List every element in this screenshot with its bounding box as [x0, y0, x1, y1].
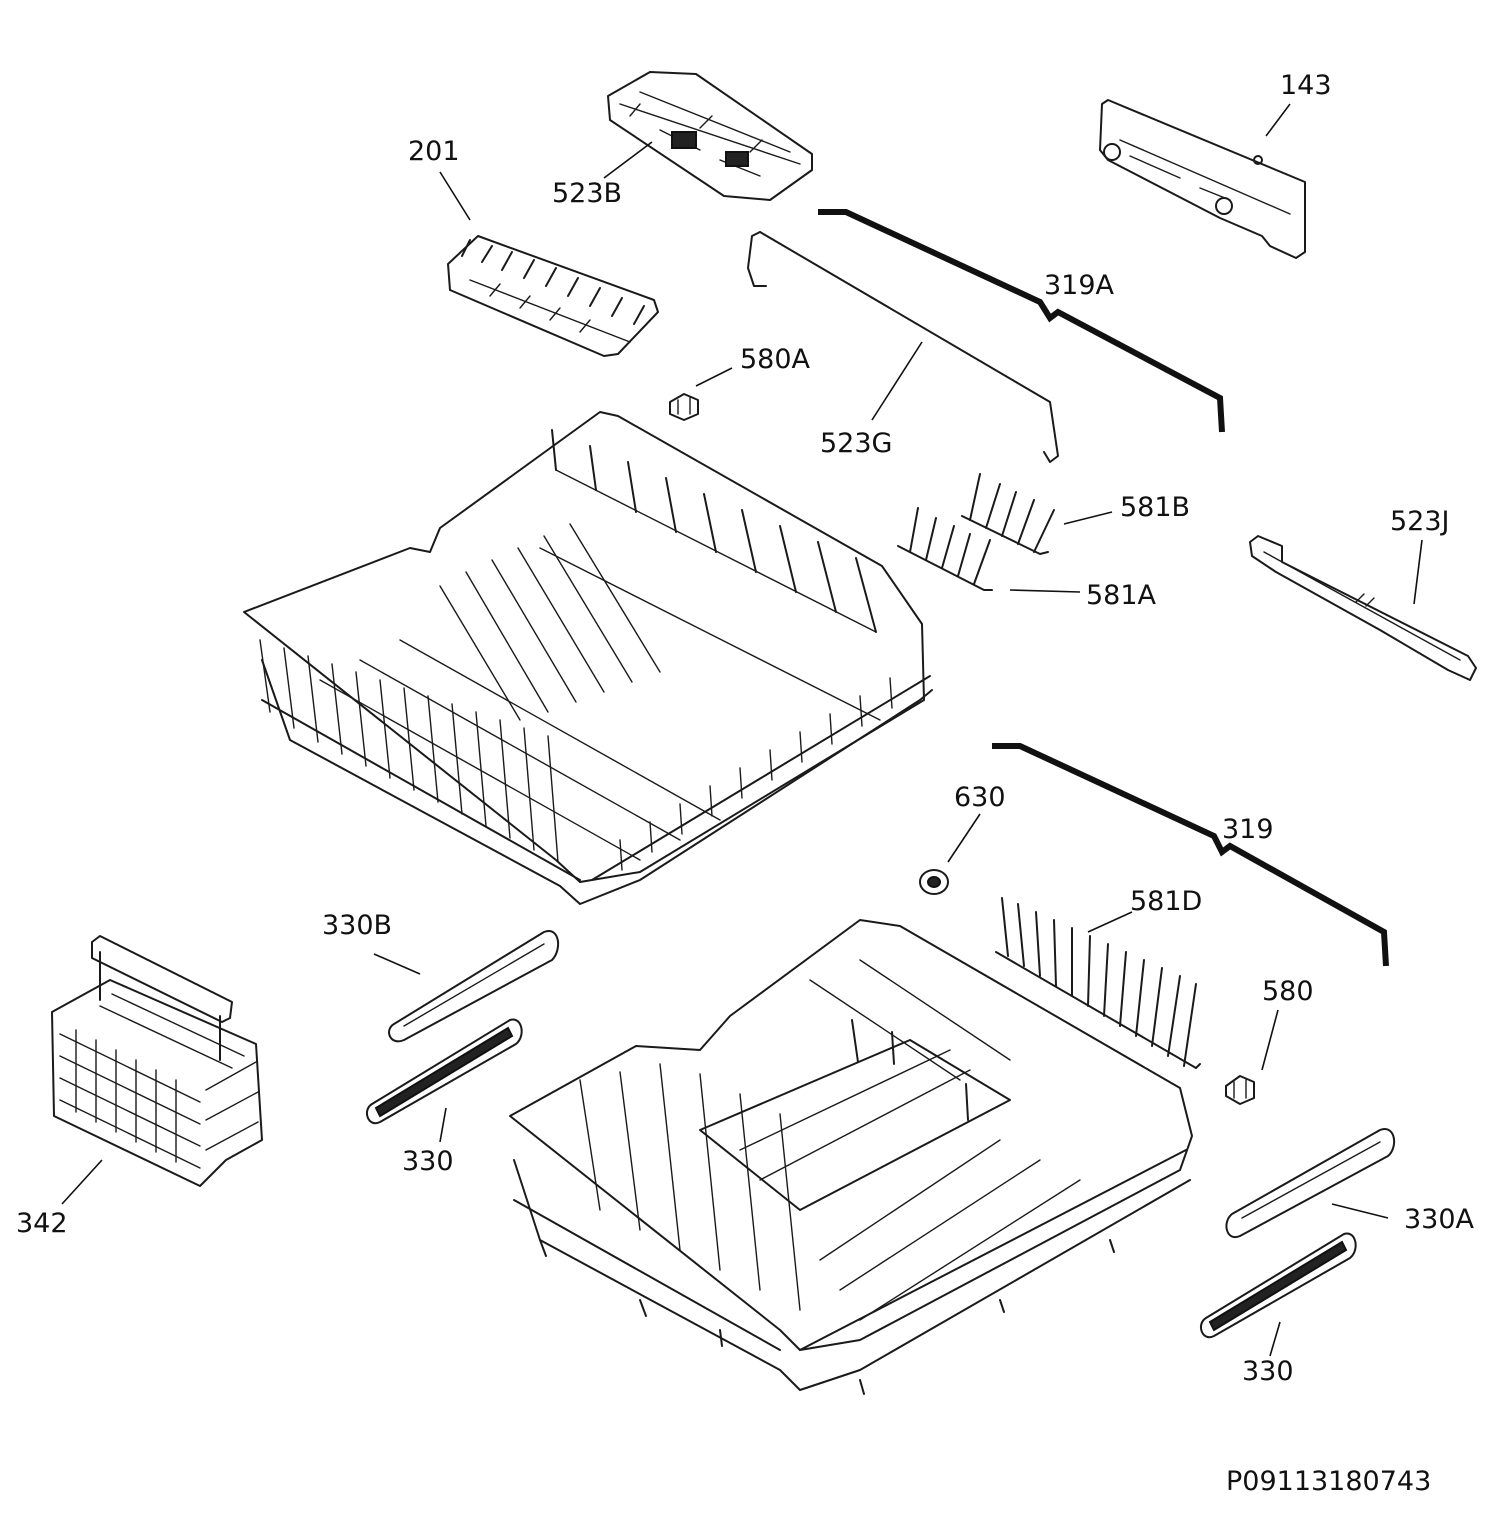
leader-581A	[1009, 589, 1081, 593]
part-143	[1099, 99, 1306, 259]
leader-330-left	[439, 1107, 447, 1143]
part-319	[992, 743, 1389, 967]
leader-523G	[871, 341, 923, 421]
lower-basket	[509, 919, 1193, 1395]
callout-330A: 330A	[1404, 1204, 1475, 1235]
callout-319A: 319A	[1044, 270, 1115, 301]
part-342	[51, 935, 263, 1187]
callout-330-right: 330	[1242, 1356, 1294, 1387]
upper-basket	[243, 411, 933, 905]
leader-581D	[1087, 911, 1133, 933]
part-330A	[1225, 1128, 1396, 1239]
callout-330-left: 330	[402, 1146, 454, 1177]
leader-523B	[603, 141, 653, 179]
part-630	[919, 869, 949, 895]
part-581B	[961, 473, 1055, 555]
callout-319: 319	[1222, 814, 1274, 845]
part-523G	[747, 231, 1059, 463]
callout-580A: 580A	[740, 344, 811, 375]
callout-523G: 523G	[820, 428, 892, 459]
callout-330B: 330B	[322, 910, 392, 941]
leader-523J	[1413, 539, 1423, 605]
part-581D	[995, 897, 1201, 1069]
callout-581B: 581B	[1120, 492, 1190, 523]
part-330-left	[365, 1018, 523, 1125]
part-330B	[388, 930, 560, 1043]
leader-330A	[1331, 1203, 1389, 1219]
leader-630	[947, 813, 981, 863]
callout-630: 630	[954, 782, 1006, 813]
callout-581A: 581A	[1086, 580, 1157, 611]
callout-201: 201	[408, 136, 460, 167]
part-580A	[669, 393, 699, 421]
leader-581B	[1063, 511, 1113, 525]
part-319A	[818, 209, 1225, 433]
part-330-right	[1199, 1232, 1357, 1339]
callout-143: 143	[1280, 70, 1332, 101]
part-581A	[897, 507, 993, 591]
leader-330-right	[1269, 1321, 1281, 1357]
part-580	[1225, 1075, 1255, 1105]
part-523B	[607, 71, 813, 201]
document-id: P09113180743	[1226, 1466, 1431, 1497]
leader-342	[61, 1159, 103, 1205]
callout-581D: 581D	[1130, 886, 1202, 917]
leader-201	[439, 171, 471, 221]
callout-580: 580	[1262, 976, 1314, 1007]
part-523J	[1249, 535, 1477, 681]
leader-580	[1261, 1009, 1279, 1071]
callout-523B: 523B	[552, 178, 622, 209]
part-201	[447, 235, 659, 357]
callout-523J: 523J	[1390, 506, 1450, 537]
callout-342: 342	[16, 1208, 68, 1239]
leader-330B	[373, 953, 421, 975]
leader-143	[1265, 103, 1291, 137]
leader-580A	[695, 367, 733, 387]
